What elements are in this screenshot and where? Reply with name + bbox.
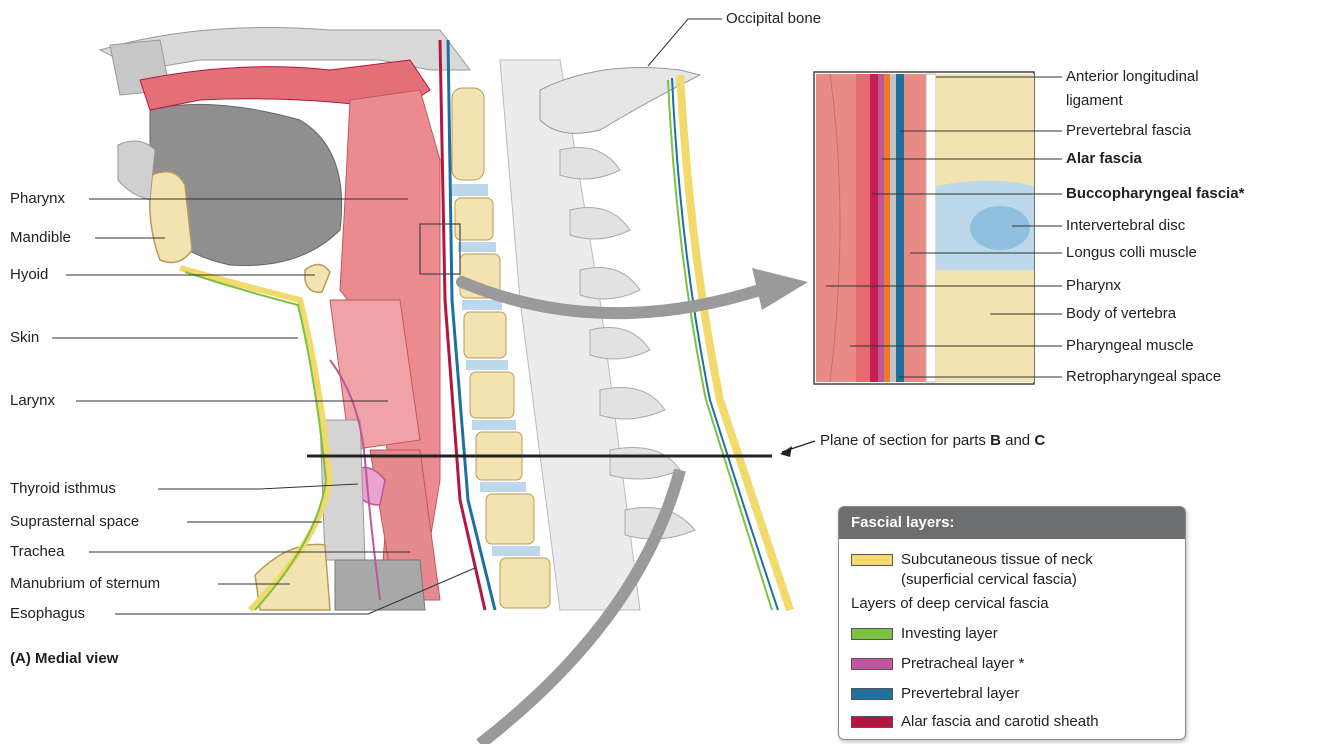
label-body-of-vertebra: Body of vertebra [1066, 305, 1176, 323]
legend-subcutaneous: Subcutaneous tissue of neck [851, 551, 1093, 569]
legend-pretracheal: Pretracheal layer * [851, 655, 1024, 673]
legend-title: Fascial layers: [839, 507, 1185, 539]
pretracheal-swatch [851, 658, 893, 670]
alar-swatch [851, 716, 893, 728]
plane-part-c: C [1034, 432, 1045, 449]
legend-prevertebral-text: Prevertebral layer [901, 685, 1019, 702]
label-inset-pharynx: Pharynx [1066, 277, 1121, 295]
label-skin: Skin [10, 329, 39, 347]
legend-subcutaneous-line2: (superficial cervical fascia) [901, 571, 1077, 589]
plane-label-arrowhead [780, 446, 792, 457]
label-manubrium: Manubrium of sternum [10, 575, 160, 593]
lower-lip [118, 141, 155, 200]
legend-investing: Investing layer [851, 625, 998, 643]
legend-pretracheal-text: Pretracheal layer * [901, 655, 1024, 672]
label-occipital-bone: Occipital bone [726, 10, 821, 28]
label-esophagus: Esophagus [10, 605, 85, 623]
posterior-neck-skin [680, 75, 790, 610]
figure-caption: (A) Medial view [10, 650, 118, 667]
plane-part-b: B [990, 432, 1001, 449]
occipital-bone-shape [540, 68, 700, 134]
label-prevertebral-fascia: Prevertebral fascia [1066, 122, 1191, 140]
label-alar-fascia: Alar fascia [1066, 150, 1142, 168]
hyoid-bone [305, 264, 330, 292]
inset-arrow-head [752, 268, 808, 310]
plane-and: and [1001, 432, 1034, 449]
plane-text: Plane of section for parts [820, 432, 990, 449]
label-trachea: Trachea [10, 543, 64, 561]
label-buccopharyngeal-fascia: Buccopharyngeal fascia* [1066, 185, 1244, 203]
inset-panel [814, 72, 1034, 384]
label-intervertebral-disc: Intervertebral disc [1066, 217, 1185, 235]
label-thyroid-isthmus: Thyroid isthmus [10, 480, 116, 498]
legend-investing-text: Investing layer [901, 625, 998, 642]
mandible-shape [150, 172, 192, 263]
label-longus-colli: Longus colli muscle [1066, 244, 1197, 262]
label-hyoid: Hyoid [10, 266, 48, 284]
label-pharynx: Pharynx [10, 190, 65, 208]
prevertebral-swatch [851, 688, 893, 700]
label-mandible: Mandible [10, 229, 71, 247]
fascial-layers-legend: Fascial layers: Subcutaneous tissue of n… [838, 506, 1186, 740]
label-pharyngeal-muscle: Pharyngeal muscle [1066, 337, 1194, 355]
label-suprasternal-space: Suprasternal space [10, 513, 139, 531]
label-larynx: Larynx [10, 392, 55, 410]
subcutaneous-swatch [851, 554, 893, 566]
investing-swatch [851, 628, 893, 640]
label-anterior-longitudinal: Anterior longitudinal [1066, 68, 1199, 86]
label-retropharyngeal-space: Retropharyngeal space [1066, 368, 1221, 386]
legend-prevertebral: Prevertebral layer [851, 685, 1019, 703]
label-plane-of-section: Plane of section for parts B and C [820, 432, 1045, 450]
legend-alar-text: Alar fascia and carotid sheath [901, 713, 1099, 730]
legend-deep-heading: Layers of deep cervical fascia [851, 595, 1049, 613]
mediastinum-dark [335, 560, 425, 610]
legend-alar: Alar fascia and carotid sheath [851, 713, 1099, 731]
label-ligament: ligament [1066, 92, 1123, 110]
manubrium-shape [255, 544, 330, 610]
legend-subcutaneous-text: Subcutaneous tissue of neck [901, 551, 1093, 568]
